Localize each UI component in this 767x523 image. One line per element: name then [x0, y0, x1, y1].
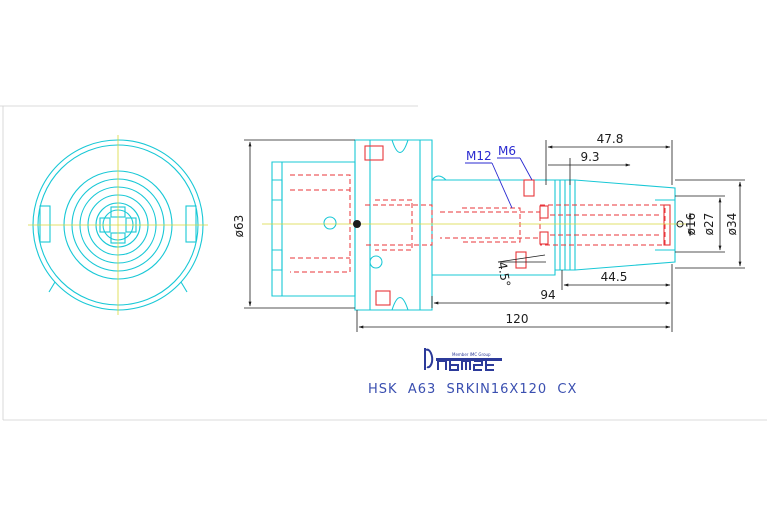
end-view-centerlines — [28, 135, 208, 315]
product-code: HSK A63 SRKIN16X120 CX — [368, 382, 577, 397]
brand-tagline: Member IMC Group — [452, 352, 491, 357]
dim-9-3: 9.3 — [580, 150, 599, 164]
dim-body-diameter: ø34 — [725, 213, 739, 236]
tip-mark — [676, 220, 684, 228]
dim-120: 120 — [506, 312, 529, 326]
thread-leaders — [465, 157, 533, 209]
dim-47-8: 47.8 — [597, 132, 624, 146]
thread-secondary-label: M6 — [498, 144, 516, 158]
dim-44-5: 44.5 — [601, 270, 628, 284]
side-view-outline — [271, 139, 676, 311]
datum-mark — [353, 220, 361, 228]
hidden-details — [290, 174, 666, 273]
dim-flange-diameter: ø63 — [232, 215, 246, 238]
hidden-solid — [364, 145, 671, 306]
iscar-logo — [424, 348, 502, 371]
dim-mid-diameter: ø27 — [702, 213, 716, 236]
drawing-frame — [0, 105, 767, 421]
dim-94: 94 — [540, 288, 555, 302]
dim-tip-diameter: ø16 — [684, 213, 698, 236]
dim-angle: 4.5° — [495, 261, 513, 288]
thread-main-label: M12 — [466, 149, 492, 163]
dimension-lines — [244, 139, 745, 332]
